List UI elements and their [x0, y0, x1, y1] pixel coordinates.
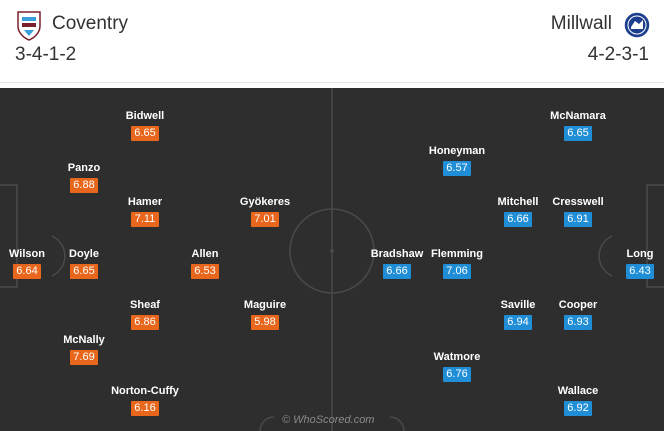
player-rating: 5.98: [251, 315, 279, 330]
player-mitchell[interactable]: Mitchell 6.66: [473, 196, 563, 227]
player-rating: 6.93: [564, 315, 592, 330]
player-name: Wallace: [557, 385, 599, 397]
match-header: Coventry 3-4-1-2 Millwall 4-2-3-1: [0, 0, 664, 86]
player-name: Flemming: [431, 248, 483, 260]
home-formation: 3-4-1-2: [15, 44, 77, 65]
player-rating: 6.64: [13, 264, 41, 279]
away-penalty-arc: [598, 235, 613, 277]
player-panzo[interactable]: Panzo 6.88: [39, 162, 129, 193]
player-name: Bradshaw: [370, 248, 424, 260]
player-rating: 6.16: [131, 401, 159, 416]
player-rating: 6.53: [191, 264, 219, 279]
player-name: Long: [626, 248, 654, 260]
player-cresswell[interactable]: Cresswell 6.91: [533, 196, 623, 227]
player-rating: 6.76: [443, 367, 471, 382]
player-rating: 7.11: [131, 212, 159, 227]
player-rating: 6.86: [131, 315, 159, 330]
player-name: Allen: [191, 248, 219, 260]
pitch-markings: [0, 88, 664, 431]
player-rating: 7.01: [251, 212, 279, 227]
player-name: Cooper: [558, 299, 598, 311]
player-name: McNamara: [550, 110, 606, 122]
millwall-crest-icon: [623, 11, 651, 39]
player-rating: 6.57: [443, 161, 471, 176]
player-wilson[interactable]: Wilson 6.64: [0, 248, 72, 279]
player-rating: 6.65: [131, 126, 159, 141]
player-long[interactable]: Long 6.43: [595, 248, 664, 279]
player-watmore[interactable]: Watmore 6.76: [412, 351, 502, 382]
player-name: Mitchell: [497, 196, 539, 208]
player-rating: 6.65: [70, 264, 98, 279]
centre-spot: [330, 249, 334, 253]
player-bidwell[interactable]: Bidwell 6.65: [100, 110, 190, 141]
player-doyle[interactable]: Doyle 6.65: [39, 248, 129, 279]
player-maguire[interactable]: Maguire 5.98: [220, 299, 310, 330]
player-name: Honeyman: [428, 145, 486, 157]
home-team-name[interactable]: Coventry: [52, 13, 129, 34]
player-flemming[interactable]: Flemming 7.06: [412, 248, 502, 279]
coventry-crest-icon: [17, 11, 41, 41]
player-rating: 6.94: [504, 315, 532, 330]
player-gyokeres[interactable]: Gyökeres 7.01: [220, 196, 310, 227]
player-rating: 6.88: [70, 178, 98, 193]
home-goal-area: [0, 184, 18, 288]
player-name: Watmore: [433, 351, 481, 363]
player-hamer[interactable]: Hamer 7.11: [100, 196, 190, 227]
player-rating: 6.66: [383, 264, 411, 279]
player-rating: 6.66: [504, 212, 532, 227]
player-name: Cresswell: [552, 196, 604, 208]
player-rating: 6.91: [564, 212, 592, 227]
centre-circle: [289, 208, 375, 294]
player-honeyman[interactable]: Honeyman 6.57: [412, 145, 502, 176]
player-norton-cuffy[interactable]: Norton-Cuffy 6.16: [100, 385, 190, 416]
player-name: Panzo: [67, 162, 101, 174]
away-goal-area: [646, 184, 664, 288]
pitch: Wilson 6.64 Panzo 6.88 Doyle 6.65 McNall…: [0, 88, 664, 431]
player-sheaf[interactable]: Sheaf 6.86: [100, 299, 190, 330]
away-formation: 4-2-3-1: [587, 44, 649, 65]
player-mcnally[interactable]: McNally 7.69: [39, 334, 129, 365]
player-name: Bidwell: [125, 110, 165, 122]
watermark: © WhoScored.com: [282, 414, 375, 426]
player-bradshaw[interactable]: Bradshaw 6.66: [352, 248, 442, 279]
player-rating: 6.65: [564, 126, 592, 141]
player-rating: 6.92: [564, 401, 592, 416]
player-name: Saville: [500, 299, 536, 311]
corner-arc: [389, 416, 405, 431]
player-rating: 7.69: [70, 350, 98, 365]
player-wallace[interactable]: Wallace 6.92: [533, 385, 623, 416]
player-name: Maguire: [243, 299, 287, 311]
player-name: Sheaf: [130, 299, 160, 311]
player-name: McNally: [63, 334, 105, 346]
player-allen[interactable]: Allen 6.53: [160, 248, 250, 279]
player-mcnamara[interactable]: McNamara 6.65: [533, 110, 623, 141]
player-name: Gyökeres: [239, 196, 291, 208]
corner-arc: [259, 416, 275, 431]
home-penalty-arc: [51, 235, 66, 277]
player-name: Hamer: [127, 196, 163, 208]
away-team-name[interactable]: Millwall: [550, 13, 612, 34]
player-cooper[interactable]: Cooper 6.93: [533, 299, 623, 330]
header-divider: [0, 82, 664, 83]
player-saville[interactable]: Saville 6.94: [473, 299, 563, 330]
player-rating: 6.43: [626, 264, 654, 279]
player-name: Norton-Cuffy: [111, 385, 179, 397]
player-rating: 7.06: [443, 264, 471, 279]
player-name: Doyle: [69, 248, 99, 260]
player-name: Wilson: [9, 248, 45, 260]
